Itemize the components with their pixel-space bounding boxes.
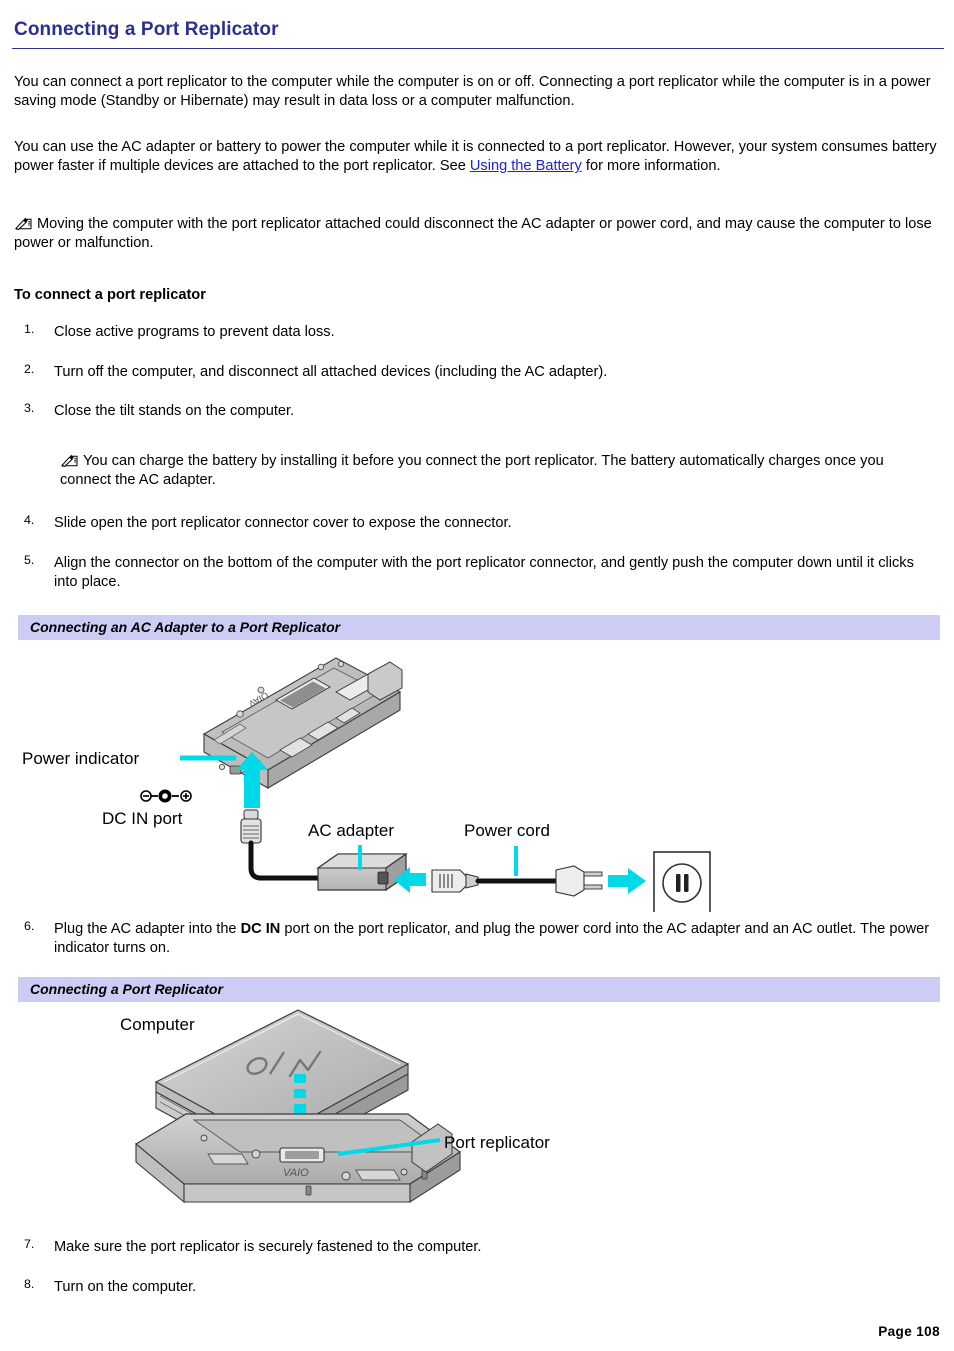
figure-1-caption: Connecting an AC Adapter to a Port Repli… xyxy=(18,614,940,641)
port-replicator-illustration-2: VAIO xyxy=(134,1113,462,1204)
plug-to-outlet-arrow xyxy=(608,868,646,895)
list-item: 4. Slide open the port replicator connec… xyxy=(8,513,946,533)
steps-list-part4: 7. Make sure the port replicator is secu… xyxy=(8,1237,946,1297)
step-text: Turn on the computer. xyxy=(54,1278,197,1295)
step-text: Close the tilt stands on the computer. xyxy=(54,403,295,420)
step-number: 8. xyxy=(24,1276,35,1291)
steps-list-part2: 4. Slide open the port replicator connec… xyxy=(8,513,946,593)
page-title: Connecting a Port Replicator xyxy=(14,19,279,40)
step-text: Make sure the port replicator is securel… xyxy=(54,1239,482,1256)
list-item: 5. Align the connector on the bottom of … xyxy=(8,552,946,593)
list-item: 6. Plug the AC adapter into the DC IN po… xyxy=(8,919,946,959)
using-the-battery-link[interactable]: Using the Battery xyxy=(469,158,582,175)
computer-label: Computer xyxy=(120,1015,195,1034)
wall-outlet-illustration xyxy=(653,851,711,913)
step-text-after: port on the port replicator, and plug th… xyxy=(54,921,930,957)
note-charge-battery: You can charge the battery by installing… xyxy=(8,452,946,491)
title-divider xyxy=(12,47,944,49)
note-charge-text: You can charge the battery by installing… xyxy=(60,452,884,488)
port-replicator-callout: Port replicator xyxy=(337,1133,550,1157)
step-number: 6. xyxy=(24,919,35,934)
port-replicator-illustration: VAIO xyxy=(202,657,403,790)
step-text-before: Plug the AC adapter into the xyxy=(54,921,241,938)
power-cord-illustration xyxy=(431,865,603,897)
list-item: 7. Make sure the port replicator is secu… xyxy=(8,1237,946,1257)
dc-plug-illustration xyxy=(240,809,321,881)
step-number: 3. xyxy=(24,401,35,416)
ac-adapter-inlet xyxy=(377,871,389,885)
dc-in-polarity-symbol xyxy=(140,789,192,803)
note-moving-text: Moving the computer with the port replic… xyxy=(14,215,932,251)
figure-connecting-port-replicator: Computer xyxy=(8,1002,946,1224)
power-text-after: for more information. xyxy=(581,158,721,175)
subhead-to-connect: To connect a port replicator xyxy=(14,287,206,304)
power-cord-callout: Power cord xyxy=(464,821,550,877)
step-text: Slide open the port replicator connector… xyxy=(54,515,512,532)
cord-to-adapter-arrow xyxy=(394,867,426,894)
list-item: 3. Close the tilt stands on the computer… xyxy=(8,401,946,421)
vaio-logo-replicator: VAIO xyxy=(283,1167,309,1179)
step-text: Align the connector on the bottom of the… xyxy=(54,554,914,591)
dc-in-emphasis: DC IN xyxy=(240,921,281,938)
steps-list-part1: 1. Close active programs to prevent data… xyxy=(8,322,946,421)
port-replicator-leader xyxy=(337,1138,441,1157)
steps-list-part3: 6. Plug the AC adapter into the DC IN po… xyxy=(8,919,946,959)
list-item: 2. Turn off the computer, and disconnect… xyxy=(8,361,946,382)
ac-adapter-callout: AC adapter xyxy=(308,821,394,871)
dc-in-insert-arrow xyxy=(236,752,268,809)
power-text-before: You can use the AC adapter or battery to… xyxy=(14,138,937,175)
port-replicator-label: Port replicator xyxy=(444,1133,550,1152)
power-paragraph: You can use the AC adapter or battery to… xyxy=(8,138,946,177)
list-item: 1. Close active programs to prevent data… xyxy=(8,322,946,342)
step-number: 7. xyxy=(24,1237,35,1252)
step-number: 4. xyxy=(24,513,35,528)
dc-in-port-label: DC IN port xyxy=(102,809,183,828)
step-text: Close active programs to prevent data lo… xyxy=(54,324,335,341)
vaio-logo-lid xyxy=(246,1051,322,1078)
step-number: 5. xyxy=(24,552,35,567)
step-number: 1. xyxy=(24,322,35,337)
page-footer: Page 108 xyxy=(878,1324,940,1339)
intro-paragraph: You can connect a port replicator to the… xyxy=(14,73,931,110)
step-number: 2. xyxy=(24,361,35,376)
note-moving-computer: Moving the computer with the port replic… xyxy=(8,215,946,254)
ac-adapter-label: AC adapter xyxy=(308,821,394,840)
note-pencil-icon xyxy=(14,216,33,231)
figure-2-caption: Connecting a Port Replicator xyxy=(18,976,940,1003)
power-indicator-callout: Power indicator xyxy=(22,749,236,768)
dc-in-port-callout: DC IN port xyxy=(102,789,192,828)
list-item: 8. Turn on the computer. xyxy=(8,1276,946,1297)
figure-ac-adapter-to-port-replicator: VAIO Power indicator xyxy=(8,640,946,913)
note-pencil-icon xyxy=(60,453,79,468)
step-text: Turn off the computer, and disconnect al… xyxy=(54,363,608,380)
power-indicator-label: Power indicator xyxy=(22,749,140,768)
power-cord-label: Power cord xyxy=(464,821,550,840)
